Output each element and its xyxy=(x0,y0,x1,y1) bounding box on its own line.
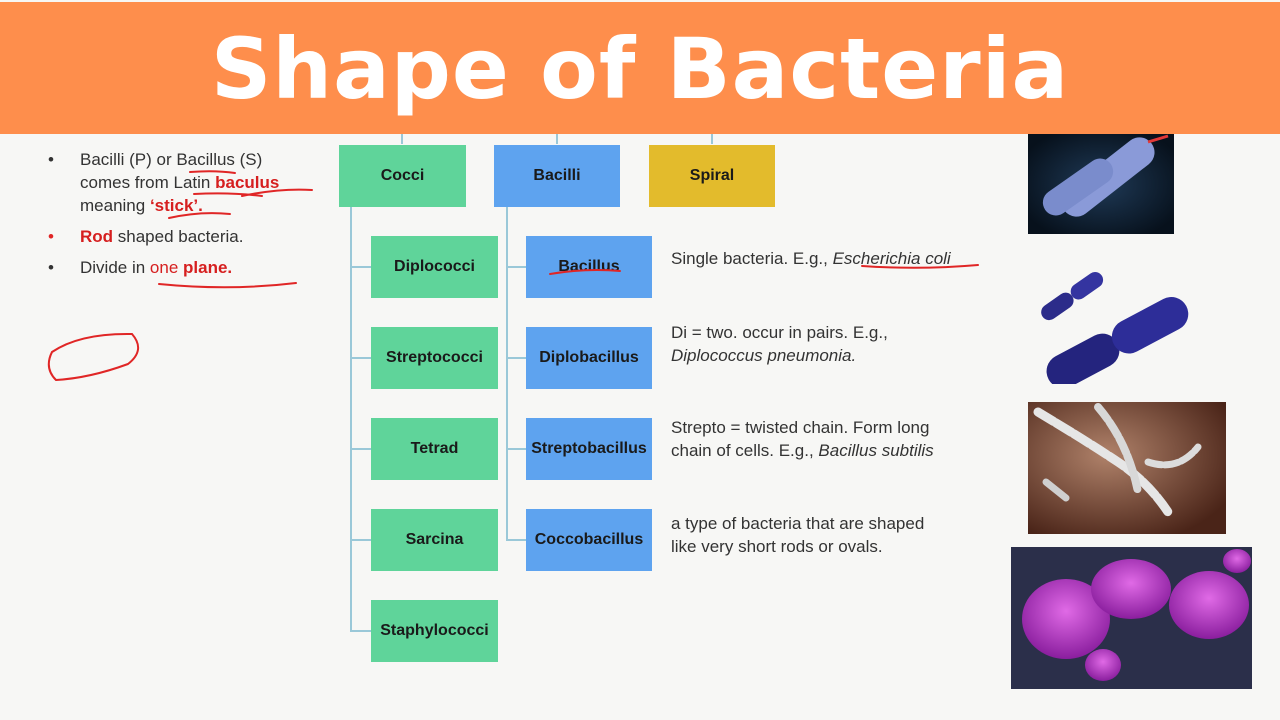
streptobacillus-image-art xyxy=(1028,402,1226,534)
bullet-item-etymology: Bacilli (P) or Bacillus (S) comes from L… xyxy=(48,148,338,217)
connector-line xyxy=(506,207,508,540)
bullet-emphasis: one xyxy=(149,258,179,277)
connector-line xyxy=(350,448,371,450)
connector-line xyxy=(556,134,558,144)
bullet-emphasis: Rod xyxy=(80,227,114,246)
bullet-emphasis: plane. xyxy=(183,258,233,277)
page-title: Shape of Bacteria xyxy=(210,20,1070,118)
coccobacillus-image xyxy=(1011,547,1252,689)
bullet-list: Bacilli (P) or Bacillus (S) comes from L… xyxy=(48,148,338,287)
connector-line xyxy=(350,539,371,541)
underline-one-plane xyxy=(158,282,297,289)
connector-line xyxy=(350,207,352,631)
description-text: a type of bacteria that are shaped xyxy=(671,514,925,533)
bullet-text: meaning xyxy=(80,196,150,215)
underline-baculus xyxy=(241,188,313,197)
bullet-text: comes from Latin xyxy=(80,173,216,192)
bacillus-micrograph-image-art xyxy=(1028,134,1174,234)
description-example: Bacillus subtilis xyxy=(818,441,934,460)
connector-line xyxy=(506,539,526,541)
description-text: like very short rods or ovals. xyxy=(671,537,883,556)
bacillus-micrograph-image xyxy=(1028,134,1174,234)
bullet-emphasis: baculus xyxy=(215,173,280,192)
category-cocci: Cocci xyxy=(339,145,466,207)
bullet-item-plane: Divide in one plane. xyxy=(48,256,338,279)
description-text: Strepto = twisted chain. Form long xyxy=(671,418,930,437)
connector-line xyxy=(350,266,371,268)
underline-escherichia xyxy=(861,264,979,269)
underline-stick xyxy=(168,212,231,219)
connector-line xyxy=(711,134,713,144)
connector-line xyxy=(350,630,371,632)
title-banner xyxy=(0,2,1280,134)
connector-line xyxy=(506,266,526,268)
cocci-sarcina: Sarcina xyxy=(371,509,498,571)
description-text: Single bacteria. E.g., xyxy=(671,249,833,268)
diplobacillus-image xyxy=(1030,262,1190,384)
description-text: chain of cells. E.g., xyxy=(671,441,819,460)
cocci-diplococci: Diplococci xyxy=(371,236,498,298)
bullet-text: Bacilli (P) or Bacillus (S) xyxy=(80,150,263,169)
bullet-emphasis: ‘stick’. xyxy=(149,196,203,215)
bullet-text: shaped bacteria. xyxy=(113,227,244,246)
description-example: Diplococcus pneumonia. xyxy=(671,346,857,365)
bacilli-diplobacillus: Diplobacillus xyxy=(526,327,652,389)
underline-bacillus xyxy=(189,170,236,174)
description-coccobacillus: a type of bacteria that are shaped like … xyxy=(671,512,1011,558)
coccobacillus-image-art xyxy=(1011,547,1252,689)
diplobacillus-image-art xyxy=(1041,272,1189,384)
connector-line xyxy=(506,357,526,359)
connector-line xyxy=(350,357,371,359)
description-example: Escherichia coli xyxy=(832,249,951,268)
description-bacillus: Single bacteria. E.g., Escherichia coli xyxy=(671,247,1011,270)
category-spiral: Spiral xyxy=(649,145,775,207)
rod-sketch xyxy=(47,332,139,382)
description-text: Di = two. occur in pairs. E.g., xyxy=(671,323,888,342)
connector-line xyxy=(401,134,403,144)
underline-latin xyxy=(193,192,263,197)
description-streptobacillus: Strepto = twisted chain. Form long chain… xyxy=(671,416,1011,462)
bacilli-streptobacillus: Streptobacillus xyxy=(526,418,652,480)
description-diplobacillus: Di = two. occur in pairs. E.g., Diplococ… xyxy=(671,321,1011,367)
cocci-staphylococci: Staphylococci xyxy=(371,600,498,662)
category-bacilli: Bacilli xyxy=(494,145,620,207)
connector-line xyxy=(506,448,526,450)
bacilli-coccobacillus: Coccobacillus xyxy=(526,509,652,571)
cocci-tetrad: Tetrad xyxy=(371,418,498,480)
bullet-item-rod: Rod shaped bacteria. xyxy=(48,225,338,248)
underline-bacillus-box xyxy=(549,269,621,275)
cocci-streptococci: Streptococci xyxy=(371,327,498,389)
bullet-text: Divide in xyxy=(80,258,150,277)
streptobacillus-image xyxy=(1028,402,1226,534)
